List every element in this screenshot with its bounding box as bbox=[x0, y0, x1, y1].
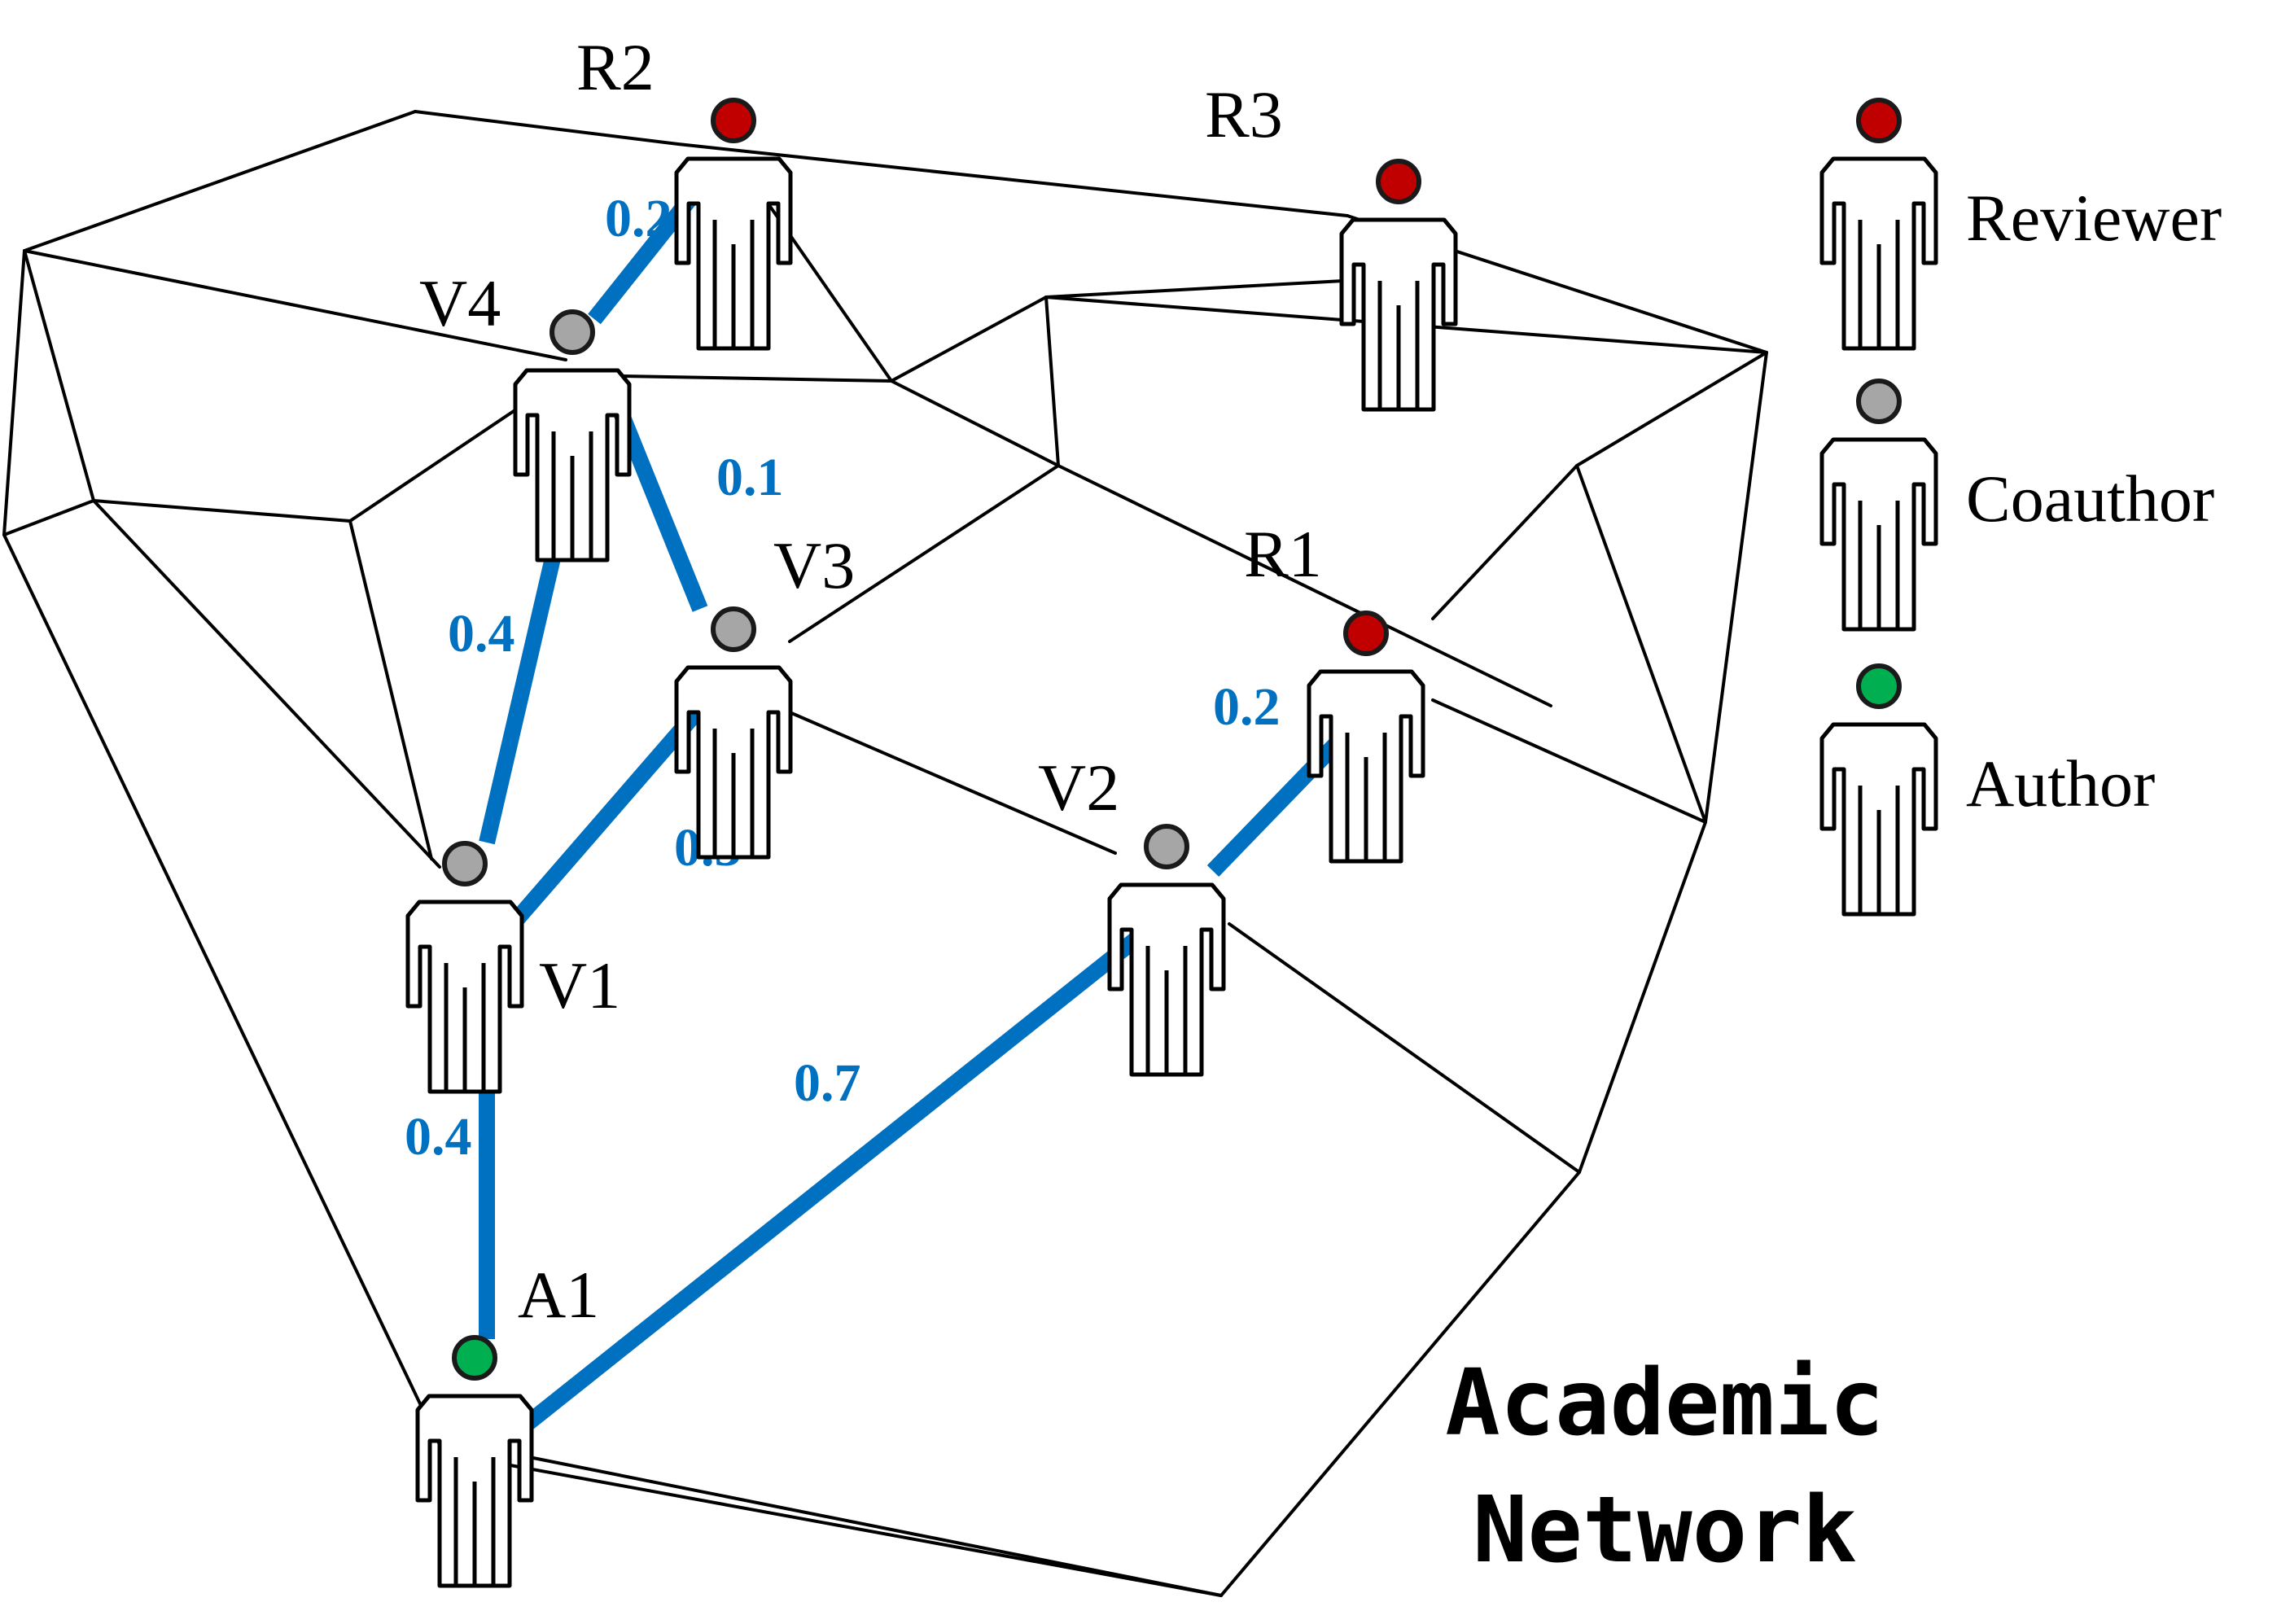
mesh-edge bbox=[1228, 922, 1581, 1174]
node-label-v2: V2 bbox=[1038, 751, 1119, 825]
edge-weight-v4-v3: 0.1 bbox=[716, 448, 784, 507]
mesh-edge bbox=[788, 295, 1060, 643]
head-dot bbox=[1856, 98, 1902, 143]
edge-weight-a1-v2: 0.7 bbox=[794, 1053, 861, 1113]
weighted-edge-a1-v2 bbox=[515, 930, 1145, 1435]
edge-weight-labels: 0.20.10.40.30.40.70.2 bbox=[405, 189, 1281, 1167]
weighted-edge-v4-v3 bbox=[612, 408, 708, 612]
title-line-1: Academic bbox=[1445, 1350, 1884, 1456]
mesh-edge bbox=[890, 279, 1345, 383]
legend-label-author: Author bbox=[1966, 746, 2155, 821]
edge-weight-v2-r1: 0.2 bbox=[1213, 677, 1281, 737]
mesh-edge bbox=[92, 374, 567, 523]
mesh-edge bbox=[348, 519, 433, 860]
head-dot bbox=[1343, 611, 1389, 656]
title-line-2: Network bbox=[1473, 1477, 1857, 1583]
head-dot bbox=[452, 1335, 497, 1381]
person-v1-icon bbox=[405, 841, 524, 1094]
mesh-edge bbox=[2, 249, 95, 536]
mesh-edge bbox=[788, 711, 1117, 855]
node-label-r3: R3 bbox=[1205, 77, 1283, 151]
head-dot bbox=[1856, 663, 1902, 709]
head-dot bbox=[711, 606, 756, 652]
person-r1-icon bbox=[1307, 611, 1425, 864]
edge-weight-v4-r2: 0.2 bbox=[605, 189, 672, 248]
mesh-edge bbox=[1431, 464, 1707, 824]
mesh-edge bbox=[1431, 351, 1768, 620]
person-v4-icon bbox=[513, 309, 632, 562]
head-dot bbox=[1144, 824, 1189, 869]
weighted-edge-v1-v3 bbox=[506, 703, 707, 930]
edge-weight-v1-v4: 0.4 bbox=[448, 604, 515, 663]
mesh-edge bbox=[92, 499, 441, 869]
head-dot bbox=[442, 841, 488, 886]
coauthor-icon bbox=[1819, 379, 1938, 632]
head-dot bbox=[711, 98, 756, 143]
head-dot bbox=[1856, 379, 1902, 424]
node-label-v4: V4 bbox=[419, 266, 501, 340]
edge-weight-a1-v1: 0.4 bbox=[405, 1107, 472, 1167]
person-r3-icon bbox=[1339, 159, 1458, 412]
legend-label-reviewer: Reviewer bbox=[1966, 181, 2222, 255]
mesh-edge bbox=[890, 379, 1552, 707]
person-a1-icon bbox=[415, 1335, 534, 1588]
person-v3-icon bbox=[674, 606, 793, 860]
person-r2-icon bbox=[674, 98, 793, 351]
legend-label-coauthor: Coauthor bbox=[1966, 462, 2214, 536]
mesh-edge bbox=[528, 1455, 1223, 1597]
network-mesh bbox=[2, 110, 1768, 1597]
node-label-v1: V1 bbox=[539, 948, 620, 1022]
reviewer-icon bbox=[1819, 98, 1938, 351]
diagram-title: Academic Network bbox=[1445, 1350, 1884, 1583]
node-label-a1: A1 bbox=[518, 1258, 599, 1332]
node-label-r1: R1 bbox=[1244, 517, 1322, 591]
head-dot bbox=[1376, 159, 1421, 204]
mesh-edge bbox=[23, 249, 567, 361]
head-dot bbox=[550, 309, 595, 355]
mesh-edge bbox=[414, 110, 1349, 217]
node-label-v3: V3 bbox=[773, 528, 855, 602]
node-label-r2: R2 bbox=[576, 30, 655, 104]
author-icon bbox=[1819, 663, 1938, 917]
person-v2-icon bbox=[1107, 824, 1226, 1077]
